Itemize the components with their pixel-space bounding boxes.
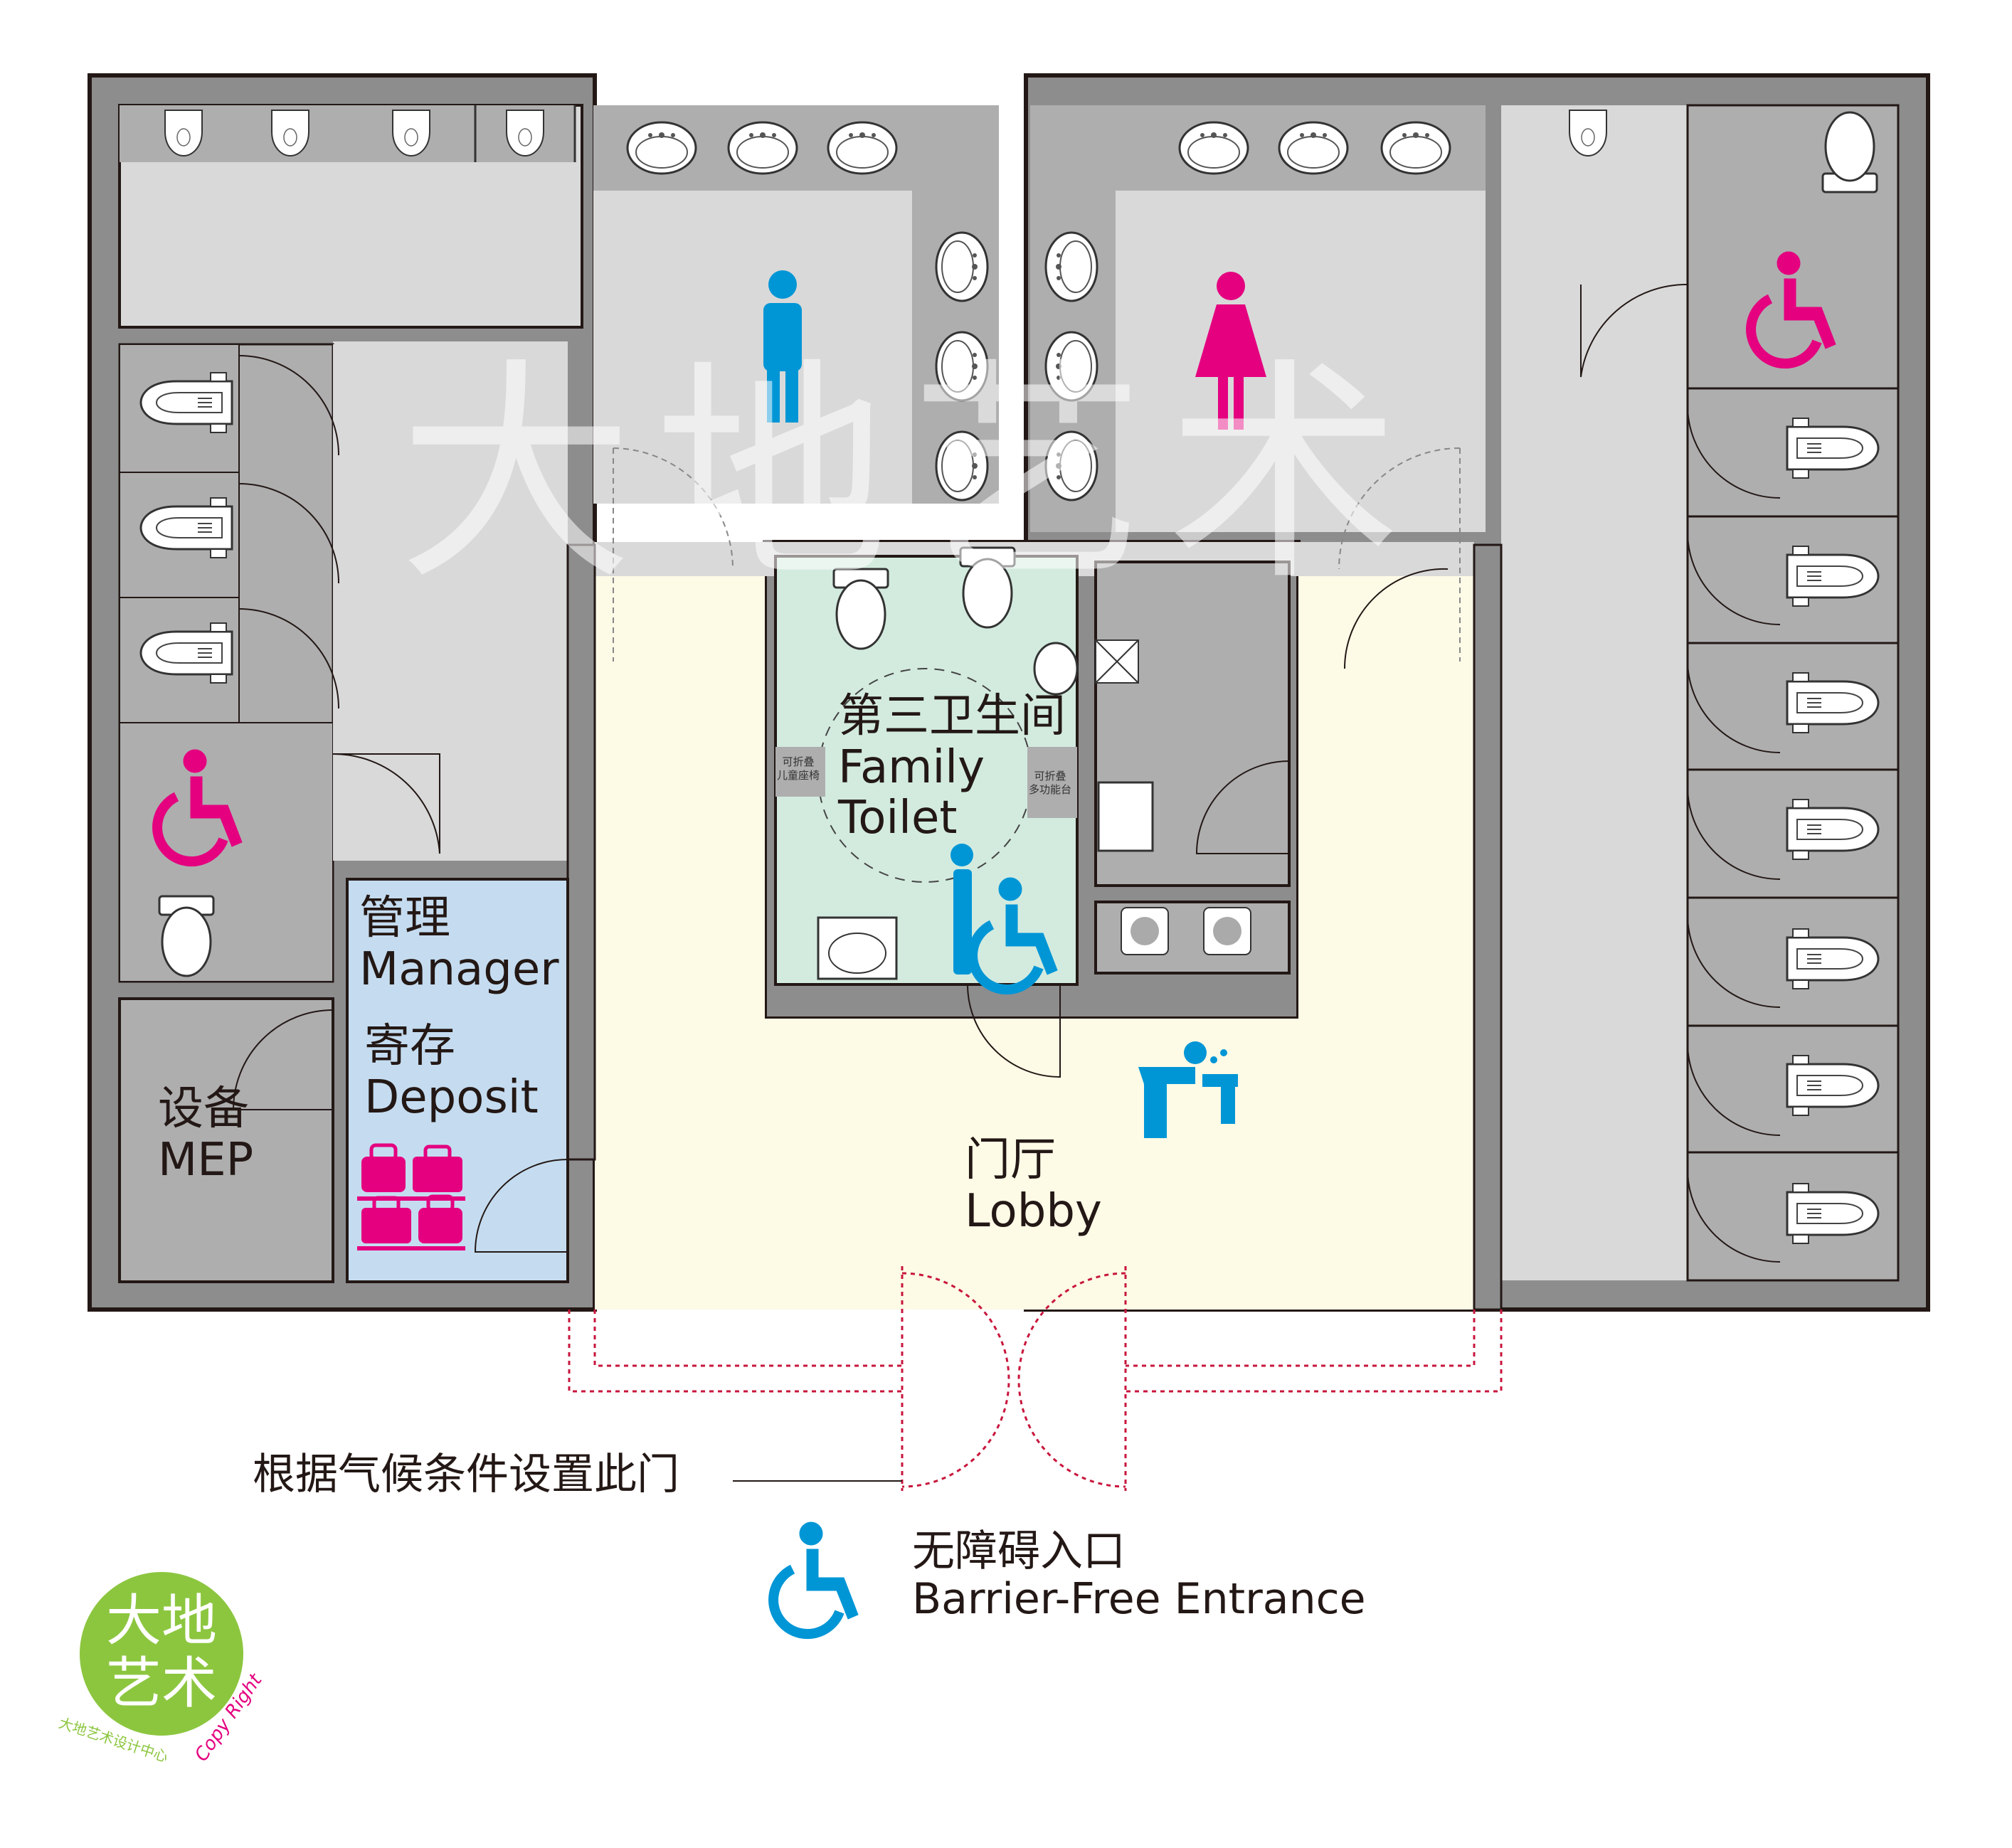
lobby-wall-left bbox=[566, 543, 596, 1161]
female-person-icon bbox=[1195, 272, 1266, 430]
fold-table bbox=[1027, 747, 1077, 818]
lobby-wall-right bbox=[1473, 543, 1503, 1311]
luggage-icon bbox=[357, 1143, 465, 1250]
entrance-label: 无障碍入口 Barrier-Free Entrance bbox=[912, 1526, 1366, 1625]
mep-room bbox=[118, 997, 334, 1283]
lobby-inner-doors bbox=[613, 447, 1461, 662]
climate-door-note: 根据气候条件设置此门 bbox=[253, 1450, 679, 1499]
fold-table-line1: 可折叠 bbox=[1034, 770, 1066, 782]
climate-vestibule bbox=[568, 1266, 1503, 1491]
entrance-cn: 无障碍入口 bbox=[912, 1526, 1126, 1576]
lobby-label: 门厅 Lobby bbox=[965, 1135, 1102, 1237]
family-toilet-en1: Family bbox=[838, 740, 985, 794]
family-toilet-room bbox=[774, 555, 1079, 986]
fold-child-seat bbox=[775, 747, 825, 797]
manager-label: 管理 Manager bbox=[359, 893, 559, 995]
men-stalls bbox=[118, 343, 568, 983]
women-stall-dividers bbox=[1688, 387, 1898, 1154]
women-corridor bbox=[1501, 105, 1688, 1280]
mep-label: 设备 MEP bbox=[158, 1083, 254, 1186]
deposit-label: 寄存 Deposit bbox=[364, 1021, 539, 1123]
deposit-cn: 寄存 bbox=[364, 1020, 455, 1073]
fold-child-seat-label: 可折叠 儿童座椅 bbox=[777, 755, 820, 782]
stall-doors bbox=[238, 283, 1781, 1263]
fold-child-seat-line1: 可折叠 bbox=[782, 755, 815, 768]
wheelchair-icon bbox=[773, 1522, 858, 1634]
deposit-en: Deposit bbox=[364, 1071, 539, 1124]
fold-table-line2: 多功能台 bbox=[1029, 782, 1072, 796]
fold-child-seat-line2: 儿童座椅 bbox=[777, 768, 820, 782]
adult-with-wheelchair-icon bbox=[951, 844, 1057, 989]
logo-line2: 艺术 bbox=[105, 1652, 217, 1716]
entrance-en: Barrier-Free Entrance bbox=[912, 1574, 1366, 1625]
mep-en: MEP bbox=[158, 1133, 254, 1186]
brand-logo: 大地 艺术 bbox=[80, 1572, 243, 1736]
logo-line1: 大地 bbox=[105, 1589, 217, 1653]
drinking-fountain-icon bbox=[1138, 1041, 1238, 1138]
manager-cn: 管理 bbox=[359, 892, 450, 945]
lobby-cn: 门厅 bbox=[965, 1134, 1056, 1186]
lobby-en: Lobby bbox=[965, 1184, 1102, 1238]
male-person-icon bbox=[763, 270, 802, 423]
family-toilet-cn: 第三卫生间 bbox=[838, 690, 1066, 743]
manager-en: Manager bbox=[359, 942, 559, 996]
family-toilet-label: 第三卫生间 Family Toilet bbox=[838, 691, 1066, 844]
family-toilet-en2: Toilet bbox=[838, 792, 958, 845]
lobby-floor bbox=[595, 576, 1474, 1310]
mep-cn: 设备 bbox=[158, 1083, 249, 1135]
fold-table-label: 可折叠 多功能台 bbox=[1029, 770, 1071, 797]
